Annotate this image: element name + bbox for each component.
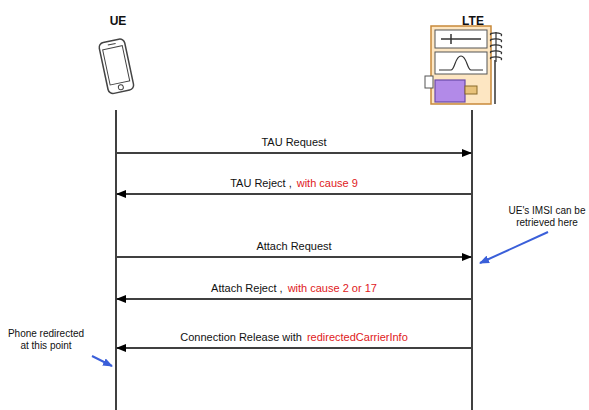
message-cause: with cause 2 or 17 [287, 282, 378, 295]
message-arrow [117, 256, 471, 258]
phone-speaker [108, 43, 116, 45]
message-arrow [117, 193, 471, 195]
lifeline-title: UE [78, 14, 158, 28]
lifeline [115, 110, 117, 410]
message-label: Connection Release with [179, 331, 303, 344]
message-cause: redirectedCarrierInfo [306, 331, 409, 344]
lifeline-title: LTE [421, 14, 525, 28]
lte-header: LTE [421, 4, 525, 108]
callout-note: UE's IMSI can be retrieved here [508, 205, 586, 229]
message-arrow [117, 347, 471, 349]
callout-note: Phone redirected at this point [4, 328, 88, 352]
phone-button [118, 84, 124, 90]
station-housing [431, 26, 491, 104]
phone-icon [78, 34, 158, 104]
display-tick [450, 34, 452, 44]
callout-pointer [480, 232, 548, 263]
scope-curve [439, 56, 483, 70]
message-arrow [117, 298, 471, 300]
base-station-icon [421, 24, 525, 108]
phone-screen [103, 46, 130, 85]
antenna-mast [494, 60, 496, 104]
station-display [435, 30, 487, 48]
message-label: Attach Reject , [210, 282, 284, 295]
phone-body [98, 38, 134, 94]
station-scope [435, 52, 487, 74]
display-line [441, 38, 481, 40]
message-label: Attach Request [255, 240, 332, 253]
message-label: TAU Reject , [229, 177, 293, 190]
phone-case [98, 38, 134, 94]
lifeline [471, 110, 473, 410]
message-arrow [117, 152, 471, 154]
radio-connector [465, 86, 477, 94]
radio-module [435, 80, 465, 102]
antenna-rod [495, 32, 496, 62]
callout-pointer [92, 356, 112, 366]
message-cause: with cause 9 [296, 177, 359, 190]
side-port [425, 76, 433, 88]
ue-header: UE [78, 4, 158, 108]
message-label: TAU Request [260, 136, 327, 149]
